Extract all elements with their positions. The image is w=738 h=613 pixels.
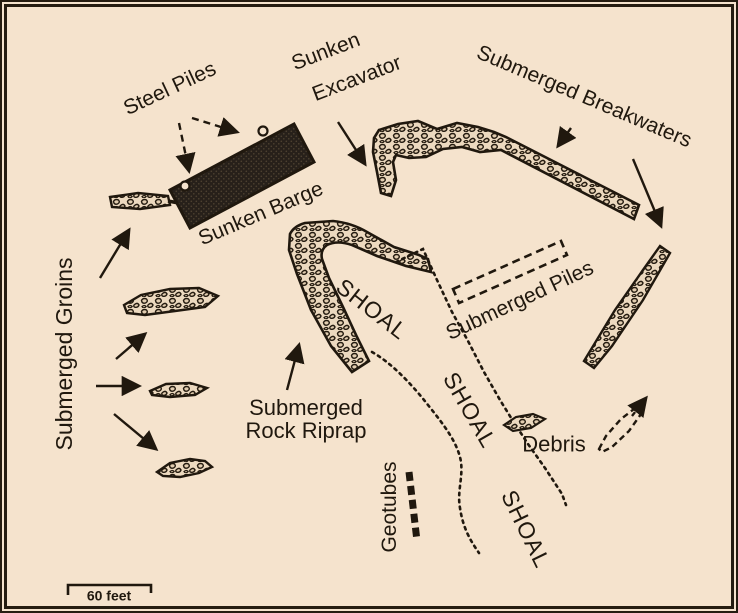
label-submerged-rock-riprap-line1: Submerged [249, 394, 363, 420]
submerged-breakwater-2 [582, 244, 672, 370]
label-submerged-rock-riprap: Submerged Rock Riprap [245, 396, 366, 442]
breakwater-arrow-1 [556, 125, 577, 149]
submerged-piles-outline [451, 239, 569, 305]
submerged-groin-4 [154, 457, 215, 479]
steel-piles-arrow-2 [191, 116, 240, 137]
label-submerged-groins: Submerged Groins [50, 257, 77, 451]
scale-bar-label: 60 feet [86, 587, 132, 604]
submerged-breakwater-1 [371, 119, 641, 221]
sunken-barge-shape [167, 121, 317, 231]
debris-dashed-outline [597, 407, 643, 454]
groins-arrow-2 [115, 332, 148, 360]
groins-arrow-1 [98, 227, 131, 279]
debris-shape [502, 412, 548, 433]
shoal-boundary-left [370, 350, 481, 555]
submerged-groin-3 [148, 381, 211, 399]
shoal-boundary-right [394, 247, 568, 507]
scale-bar [66, 583, 153, 595]
breakwater-arrow-2 [631, 158, 664, 229]
geotubes-shape [405, 471, 421, 542]
label-submerged-rock-riprap-line2: Rock Riprap [245, 418, 367, 443]
label-debris: Debris [522, 431, 586, 457]
steel-piles-arrow-1 [175, 122, 196, 174]
submerged-groin-2 [122, 286, 221, 317]
debris-dashed-arrow [627, 395, 648, 418]
steel-pile-1 [179, 180, 191, 192]
riprap-arrow [284, 342, 305, 391]
steel-pile-2 [257, 125, 269, 137]
sunken-excavator-arrow [336, 121, 367, 167]
label-geotubes: Geotubes [377, 461, 401, 553]
groins-arrow-4 [113, 413, 159, 451]
